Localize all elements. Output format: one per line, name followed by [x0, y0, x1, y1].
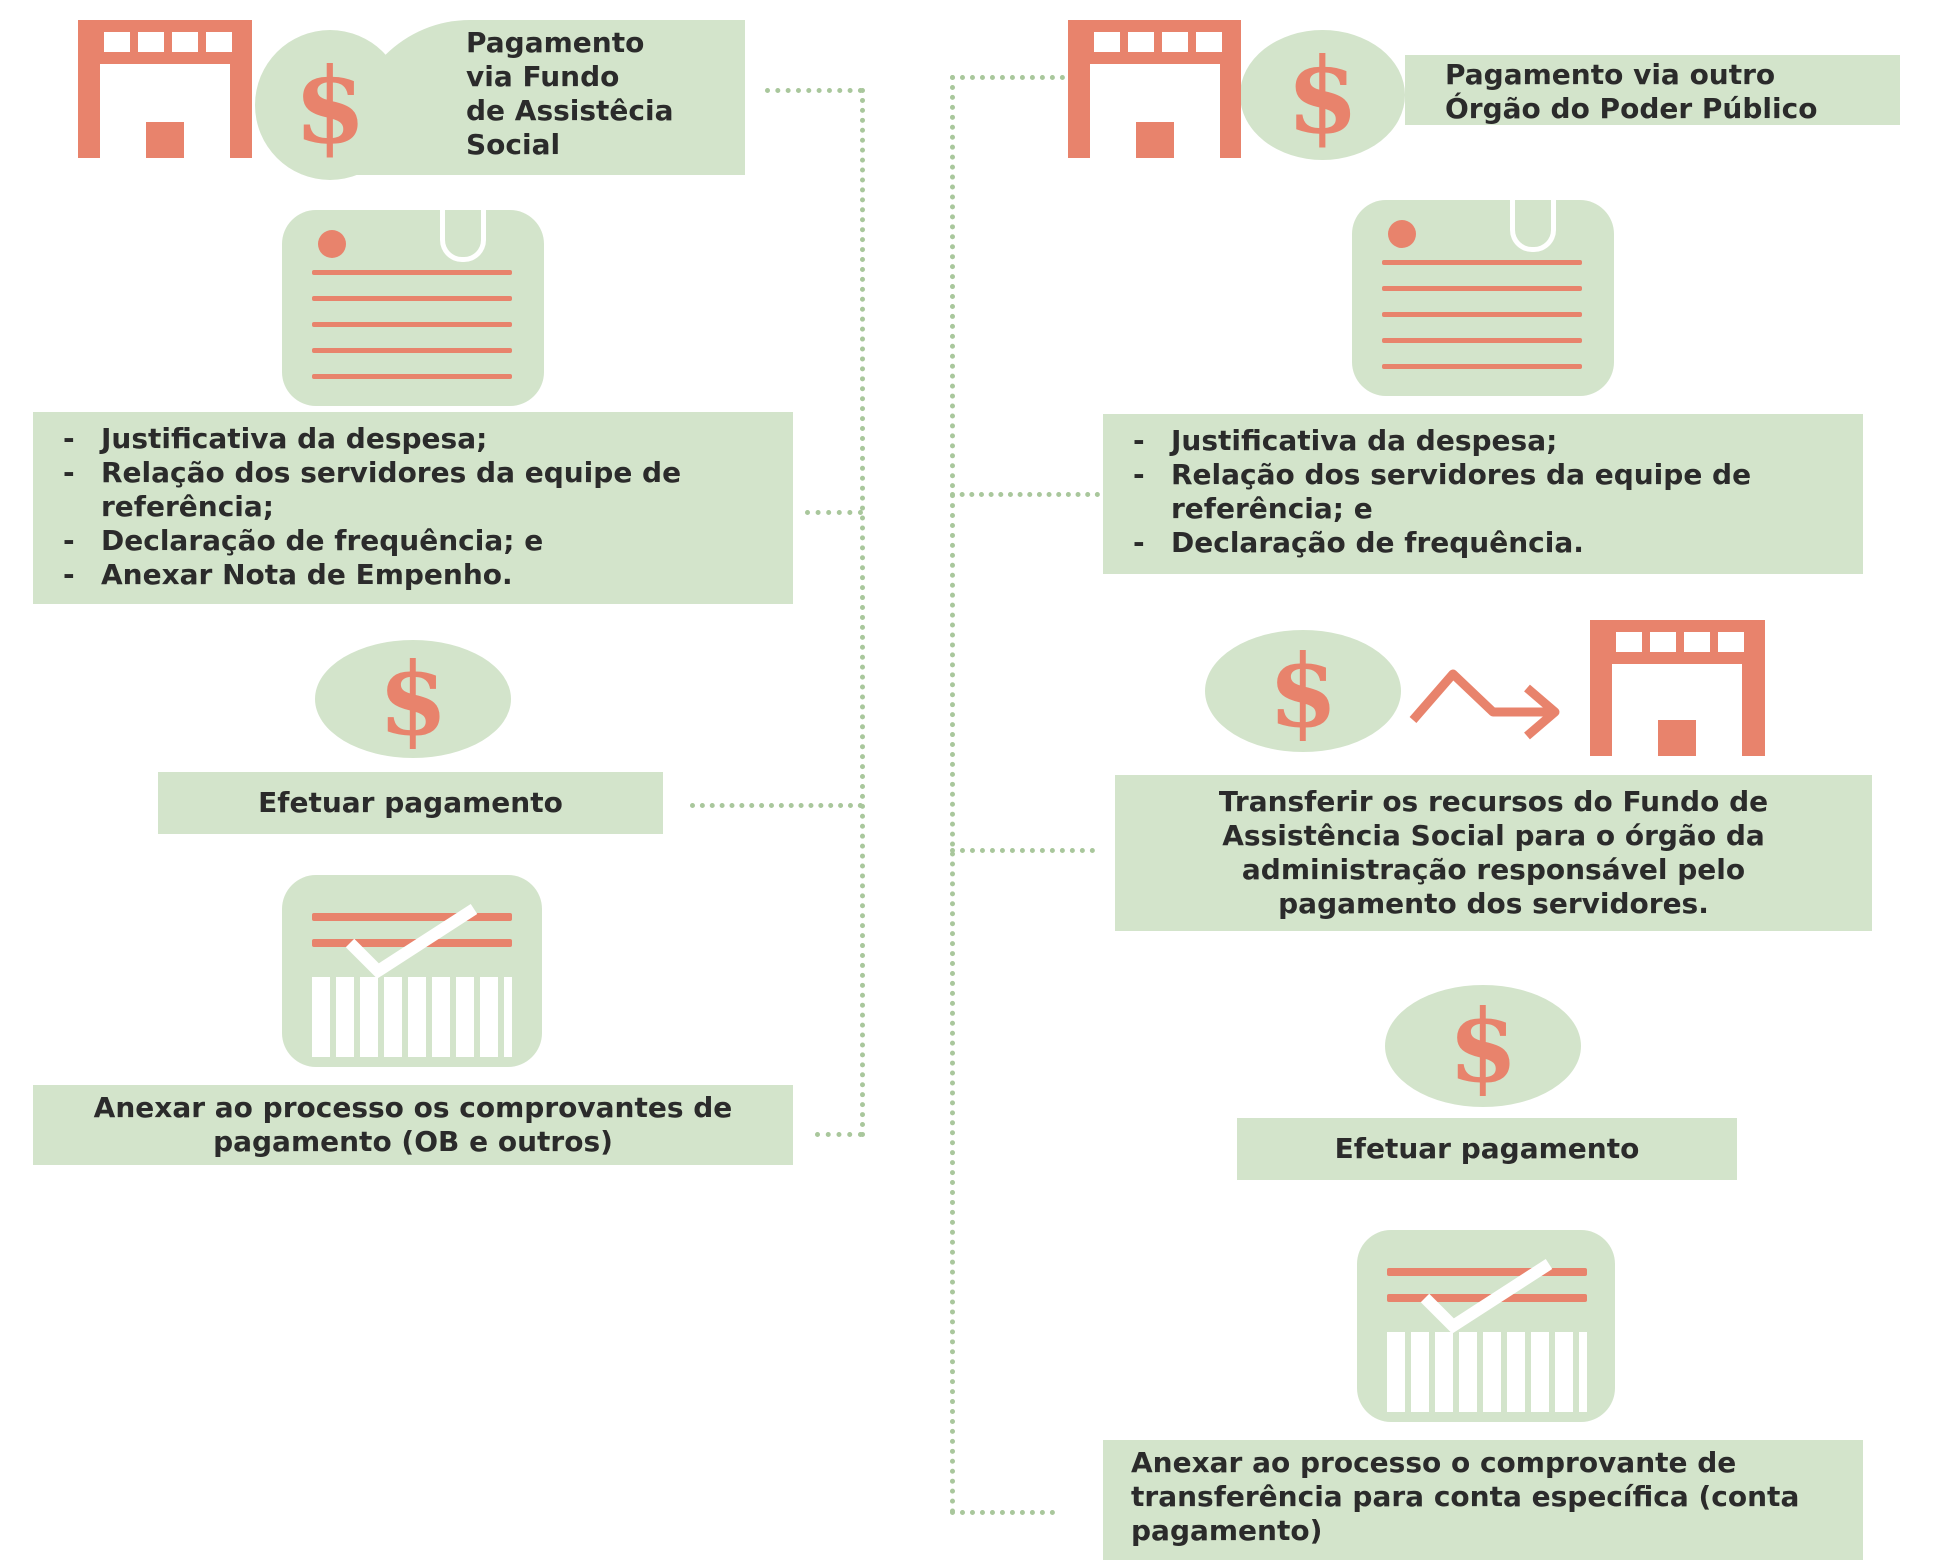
right-attach-box: Anexar ao processo o comprovante de tran… [1103, 1440, 1863, 1560]
left-attach-label: Anexar ao processo os comprovantes de pa… [93, 1091, 733, 1158]
transfer-arrow-icon [1409, 669, 1560, 740]
right-connector-line [950, 75, 955, 1515]
left-connector-requirements [805, 510, 863, 515]
left-requirements-list: Justificativa da despesa; Relação dos se… [53, 422, 773, 592]
right-requirements-box: Justificativa da despesa; Relação dos se… [1103, 414, 1863, 574]
dollar-coin-icon: $ [1240, 30, 1405, 160]
right-connector-transfer [950, 848, 1095, 853]
clipboard-document-icon [1352, 200, 1614, 396]
dollar-coin-icon: $ [1385, 985, 1581, 1107]
list-item: Declaração de frequência. [1123, 526, 1843, 560]
dollar-coin-icon: $ [1205, 630, 1401, 752]
left-header-panel [350, 20, 745, 175]
building-icon [78, 20, 252, 158]
building-icon [1590, 620, 1765, 756]
dollar-coin-icon: $ [255, 30, 405, 180]
building-icon [1068, 20, 1241, 158]
right-pay-box: Efetuar pagamento [1237, 1118, 1737, 1180]
left-connector-line [860, 88, 865, 1138]
left-requirements-box: Justificativa da despesa; Relação dos se… [33, 412, 793, 604]
left-connector-pay [690, 803, 863, 808]
right-connector-attach [950, 1510, 1055, 1515]
left-pay-label: Efetuar pagamento [258, 786, 563, 819]
right-transfer-box: Transferir os recursos do Fundo de Assis… [1115, 775, 1872, 931]
receipt-check-icon [1357, 1230, 1615, 1422]
left-pay-box: Efetuar pagamento [158, 772, 663, 834]
right-pay-label: Efetuar pagamento [1334, 1132, 1640, 1165]
right-header-panel [1405, 55, 1900, 125]
list-item: Justificativa da despesa; [1123, 424, 1843, 458]
dollar-coin-icon: $ [315, 640, 511, 758]
right-attach-label: Anexar ao processo o comprovante de tran… [1131, 1446, 1800, 1547]
list-item: Anexar Nota de Empenho. [53, 558, 773, 592]
right-header-label: Pagamento via outro Órgão do Poder Públi… [1445, 58, 1818, 125]
list-item: Justificativa da despesa; [53, 422, 773, 456]
list-item: Relação dos servidores da equipe de refe… [53, 456, 773, 524]
left-attach-box: Anexar ao processo os comprovantes de pa… [33, 1085, 793, 1165]
right-transfer-label: Transferir os recursos do Fundo de Assis… [1218, 785, 1769, 920]
left-connector-header [765, 88, 863, 93]
receipt-check-icon [282, 875, 542, 1067]
left-connector-attach [815, 1132, 863, 1137]
list-item: Declaração de frequência; e [53, 524, 773, 558]
clipboard-document-icon [282, 210, 544, 406]
list-item: Relação dos servidores da equipe de refe… [1123, 458, 1843, 526]
right-requirements-list: Justificativa da despesa; Relação dos se… [1123, 424, 1843, 560]
right-connector-header [950, 75, 1065, 80]
right-connector-requirements [950, 492, 1100, 497]
left-header-label: Pagamento via Fundo de Assistêcia Social [466, 26, 674, 161]
